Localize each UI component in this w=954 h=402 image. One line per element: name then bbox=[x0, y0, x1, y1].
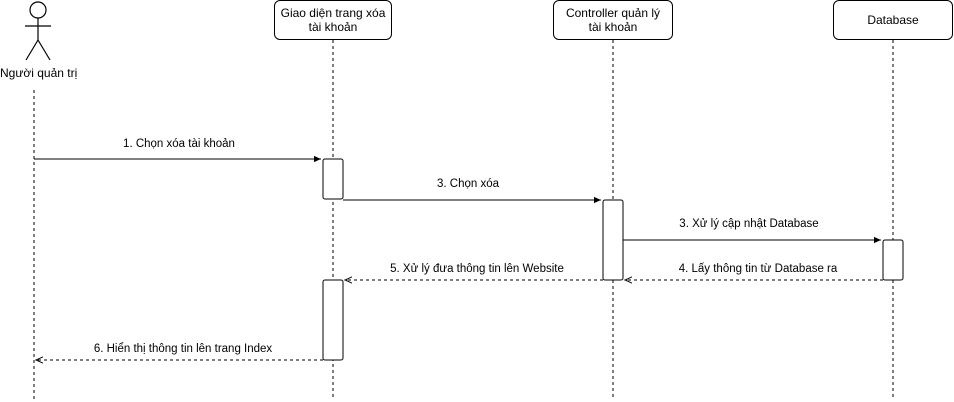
message-label-1: 1. Chọn xóa tài khoản bbox=[123, 138, 235, 150]
actor-icon bbox=[25, 1, 51, 61]
activation-ui-2 bbox=[322, 279, 344, 361]
message-label-3: 3. Xử lý cập nhật Database bbox=[679, 218, 819, 230]
participant-database: Database bbox=[833, 0, 953, 40]
message-label-4: 4. Lấy thông tin từ Database ra bbox=[678, 263, 838, 275]
actor-label: Người quản trị bbox=[0, 66, 78, 80]
activation-database bbox=[882, 239, 904, 281]
message-label-6: 6. Hiển thị thông tin lên trang Index bbox=[93, 343, 273, 355]
participant-controller: Controller quản lý tài khoản bbox=[553, 0, 673, 40]
participant-ui: Giao diện trang xóa tài khoản bbox=[274, 0, 392, 40]
message-label-2: 3. Chọn xóa bbox=[436, 178, 500, 190]
message-label-5: 5. Xử lý đưa thông tin lên Website bbox=[390, 263, 564, 275]
activation-controller bbox=[602, 199, 624, 281]
activation-ui-1 bbox=[322, 158, 344, 200]
